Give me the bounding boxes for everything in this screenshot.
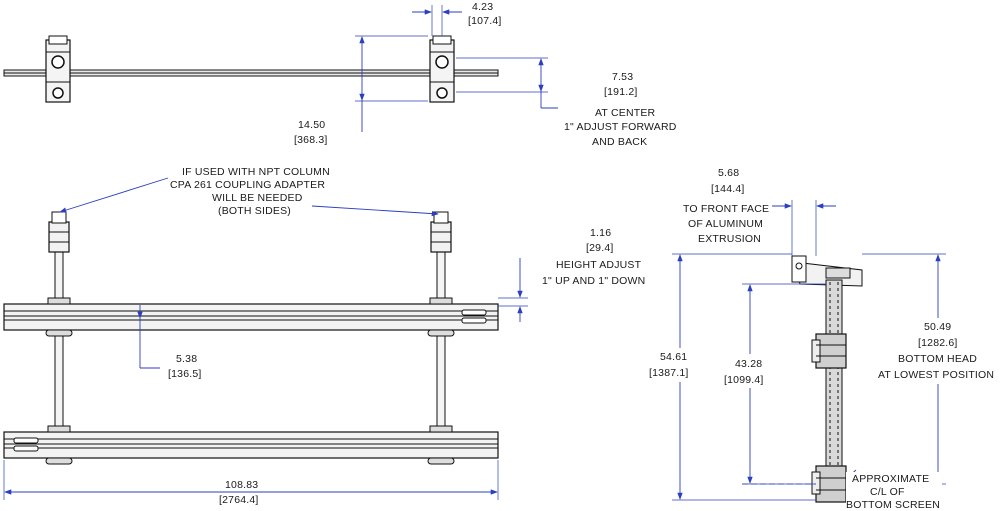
top-view-right-clamp: [429, 35, 455, 103]
side-lower-head: [811, 465, 847, 503]
side-ceiling-bracket: [791, 255, 863, 287]
cl-note-1: APPROXIMATE: [852, 473, 929, 485]
dim-depth-in: 7.53: [612, 71, 633, 83]
face-note-2: OF ALUMINUM: [688, 218, 763, 230]
front-right-coupler: [430, 211, 452, 253]
dim-face-offset-in: 5.68: [718, 167, 739, 179]
front-left-column: [54, 249, 64, 441]
dim-height-adjust-in: 1.16: [590, 227, 611, 239]
dim-spacing-in: 5.38: [176, 353, 197, 365]
dim-overall-width-in: 108.83: [225, 479, 258, 491]
dim-depth-note-1: AT CENTER: [595, 107, 656, 119]
top-view-left-clamp: [45, 35, 71, 103]
height-adjust-note-1: HEIGHT ADJUST: [556, 259, 642, 271]
dim-height-adjust-mm: [29.4]: [586, 242, 613, 254]
dim-overall-width-mm: [2764.4]: [219, 494, 259, 506]
dim-bottom-head-in: 50.49: [924, 321, 951, 333]
dim-width-mm: [368.3]: [294, 134, 328, 146]
height-adjust-note-2: 1" UP AND 1" DOWN: [542, 275, 645, 287]
dim-offset-mm: [107.4]: [468, 15, 502, 27]
dim-depth-mm: [191.2]: [604, 86, 638, 98]
dim-inner-height-mm: [1099.4]: [724, 374, 764, 386]
dim-offset-in: 4.23: [472, 1, 493, 13]
front-lower-rail: [3, 425, 499, 465]
npt-note-1: IF USED WITH NPT COLUMN: [182, 166, 330, 178]
dim-bottom-head-mm: [1282.6]: [918, 337, 958, 349]
side-upper-head: [811, 333, 847, 369]
cl-note-3: BOTTOM SCREEN: [846, 499, 940, 511]
dim-face-offset-mm: [144.4]: [711, 183, 745, 195]
side-view: 5.68 [144.4] TO FRONT FACE OF ALUMINUM E…: [646, 167, 1000, 511]
front-view: IF USED WITH NPT COLUMN CPA 261 COUPLING…: [3, 166, 645, 506]
front-left-coupler: [48, 211, 70, 253]
dim-depth-note-2: 1" ADJUST FORWARD: [564, 121, 677, 133]
dim-spacing-mm: [136.5]: [168, 368, 202, 380]
npt-note-4: (BOTH SIDES): [218, 205, 291, 217]
dim-overall-height-in: 54.61: [660, 351, 687, 363]
dim-overall-height-mm: [1387.1]: [649, 367, 689, 379]
cl-note-2: C/L OF: [870, 486, 905, 498]
bottom-head-note-1: BOTTOM HEAD: [898, 353, 977, 365]
npt-note-2: CPA 261 COUPLING ADAPTER: [170, 179, 325, 191]
face-note-3: EXTRUSION: [698, 233, 761, 245]
front-right-column: [436, 249, 446, 441]
dim-depth-note-3: AND BACK: [592, 136, 647, 148]
npt-note-3: WILL BE NEEDED: [212, 192, 303, 204]
top-view: 4.23 [107.4] 14.50 [368.3] 7.53 [191.2] …: [3, 1, 677, 148]
bottom-head-note-2: AT LOWEST POSITION: [878, 369, 994, 381]
front-upper-rail: [3, 297, 499, 337]
dim-inner-height-in: 43.28: [735, 358, 762, 370]
face-note-1: TO FRONT FACE: [683, 203, 769, 215]
dim-width-in: 14.50: [298, 119, 325, 131]
